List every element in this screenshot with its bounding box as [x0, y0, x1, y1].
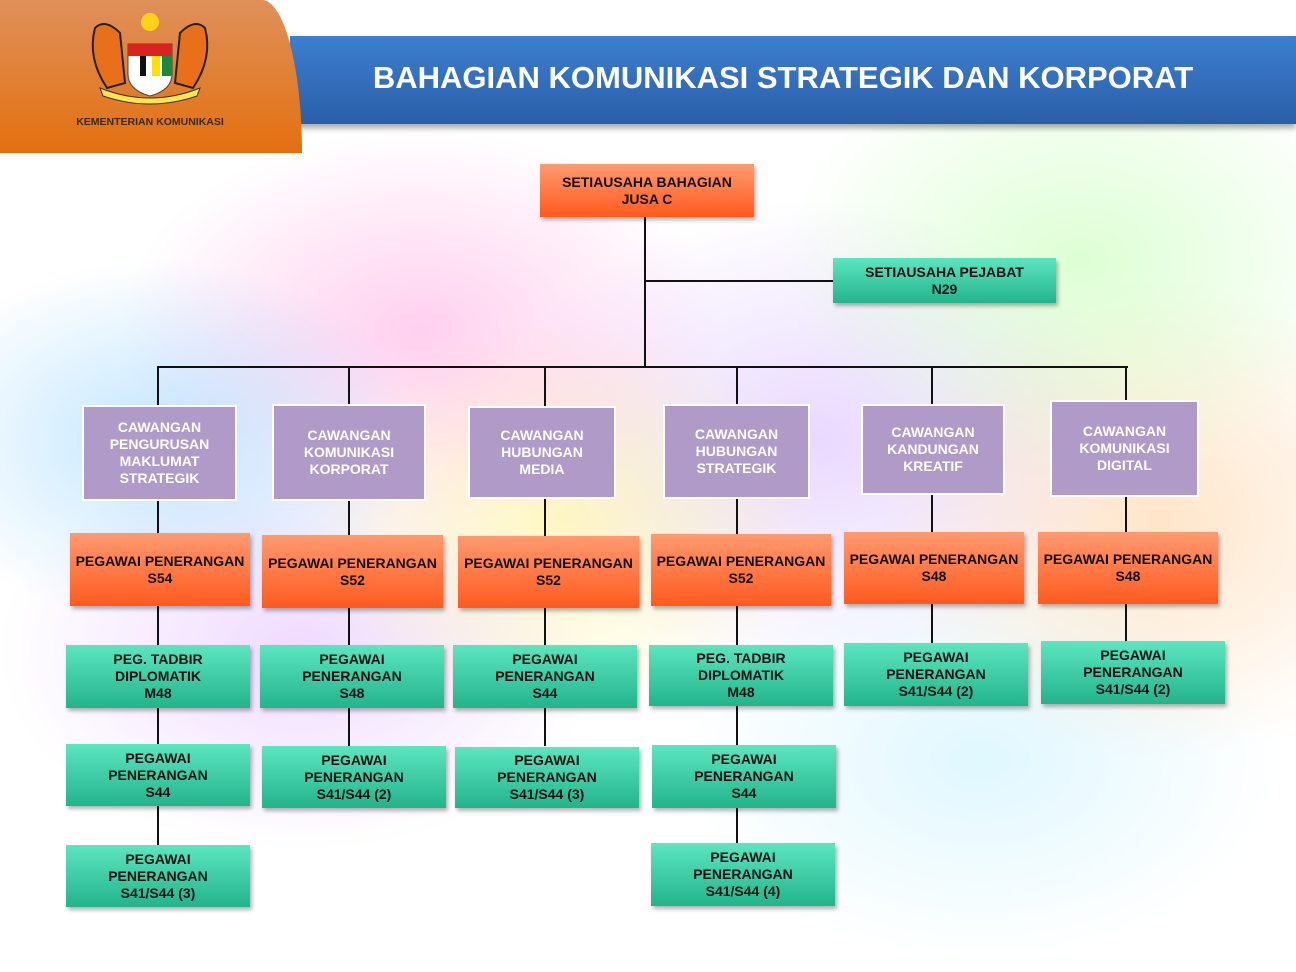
branch-box: CAWANGAN HUBUNGAN MEDIA — [468, 406, 616, 499]
title-bar — [290, 36, 1296, 124]
lead-officer-box: PEGAWAI PENERANGAN S48 — [844, 532, 1024, 604]
office-secretary-box: SETIAUSAHA PEJABAT N29 — [833, 258, 1056, 303]
staff-box: PEGAWAI PENERANGAN S44 — [66, 744, 250, 806]
lead-officer-box: PEGAWAI PENERANGAN S54 — [70, 533, 250, 606]
head-of-division-box: SETIAUSAHA BAHAGIAN JUSA C — [540, 164, 754, 217]
staff-box: PEG. TADBIR DIPLOMATIK M48 — [66, 645, 250, 708]
branch-box: CAWANGAN HUBUNGAN STRATEGIK — [663, 404, 810, 499]
staff-box: PEGAWAI PENERANGAN S41/S44 (4) — [651, 843, 835, 906]
connector — [157, 366, 1128, 368]
coat-of-arms-logo — [91, 13, 209, 105]
staff-box: PEGAWAI PENERANGAN S41/S44 (3) — [455, 747, 639, 808]
lead-officer-box: PEGAWAI PENERANGAN S52 — [262, 535, 443, 608]
lead-officer-box: PEGAWAI PENERANGAN S52 — [458, 536, 639, 608]
staff-box: PEG. TADBIR DIPLOMATIK M48 — [649, 645, 833, 706]
connector — [645, 280, 833, 282]
connector — [1125, 366, 1127, 646]
staff-box: PEGAWAI PENERANGAN S48 — [260, 645, 444, 708]
lead-officer-box: PEGAWAI PENERANGAN S52 — [651, 534, 831, 606]
staff-box: PEGAWAI PENERANGAN S44 — [453, 645, 637, 708]
ministry-name: KEMENTERIAN KOMUNIKASI — [76, 116, 224, 128]
connector — [157, 366, 159, 906]
staff-box: PEGAWAI PENERANGAN S44 — [652, 745, 836, 808]
connector — [736, 366, 738, 846]
connector — [644, 217, 646, 368]
connector — [931, 366, 933, 646]
branch-box: CAWANGAN KOMUNIKASI DIGITAL — [1050, 400, 1199, 497]
branch-box: CAWANGAN KANDUNGAN KREATIF — [861, 404, 1005, 495]
staff-box: PEGAWAI PENERANGAN S41/S44 (2) — [1041, 641, 1225, 704]
staff-box: PEGAWAI PENERANGAN S41/S44 (2) — [844, 643, 1028, 706]
lead-officer-box: PEGAWAI PENERANGAN S48 — [1038, 532, 1218, 604]
branch-box: CAWANGAN KOMUNIKASI KORPORAT — [272, 404, 426, 501]
branch-box: CAWANGAN PENGURUSAN MAKLUMAT STRATEGIK — [82, 405, 237, 501]
staff-box: PEGAWAI PENERANGAN S41/S44 (3) — [66, 845, 250, 907]
staff-box: PEGAWAI PENERANGAN S41/S44 (2) — [262, 746, 446, 808]
page-title: BAHAGIAN KOMUNIKASI STRATEGIK DAN KORPOR… — [372, 60, 1194, 95]
